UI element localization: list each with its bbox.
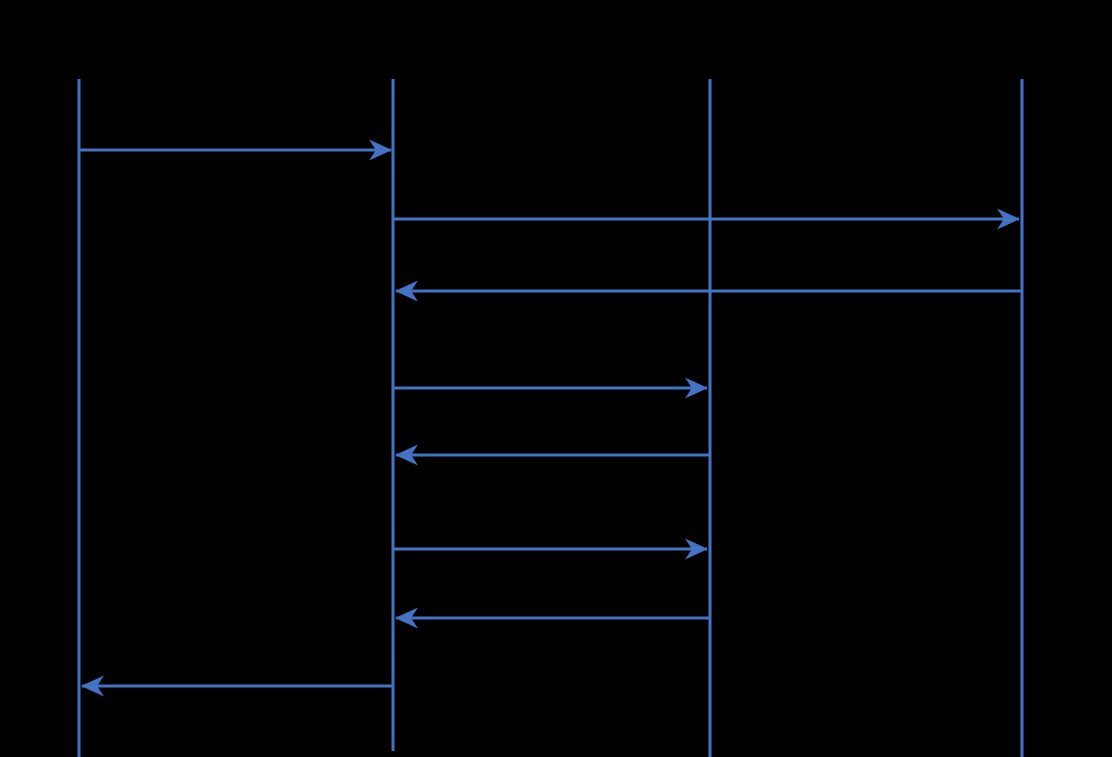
sequence-diagram-svg: [77, 79, 1024, 757]
sequence-diagram-canvas: [77, 79, 1024, 757]
